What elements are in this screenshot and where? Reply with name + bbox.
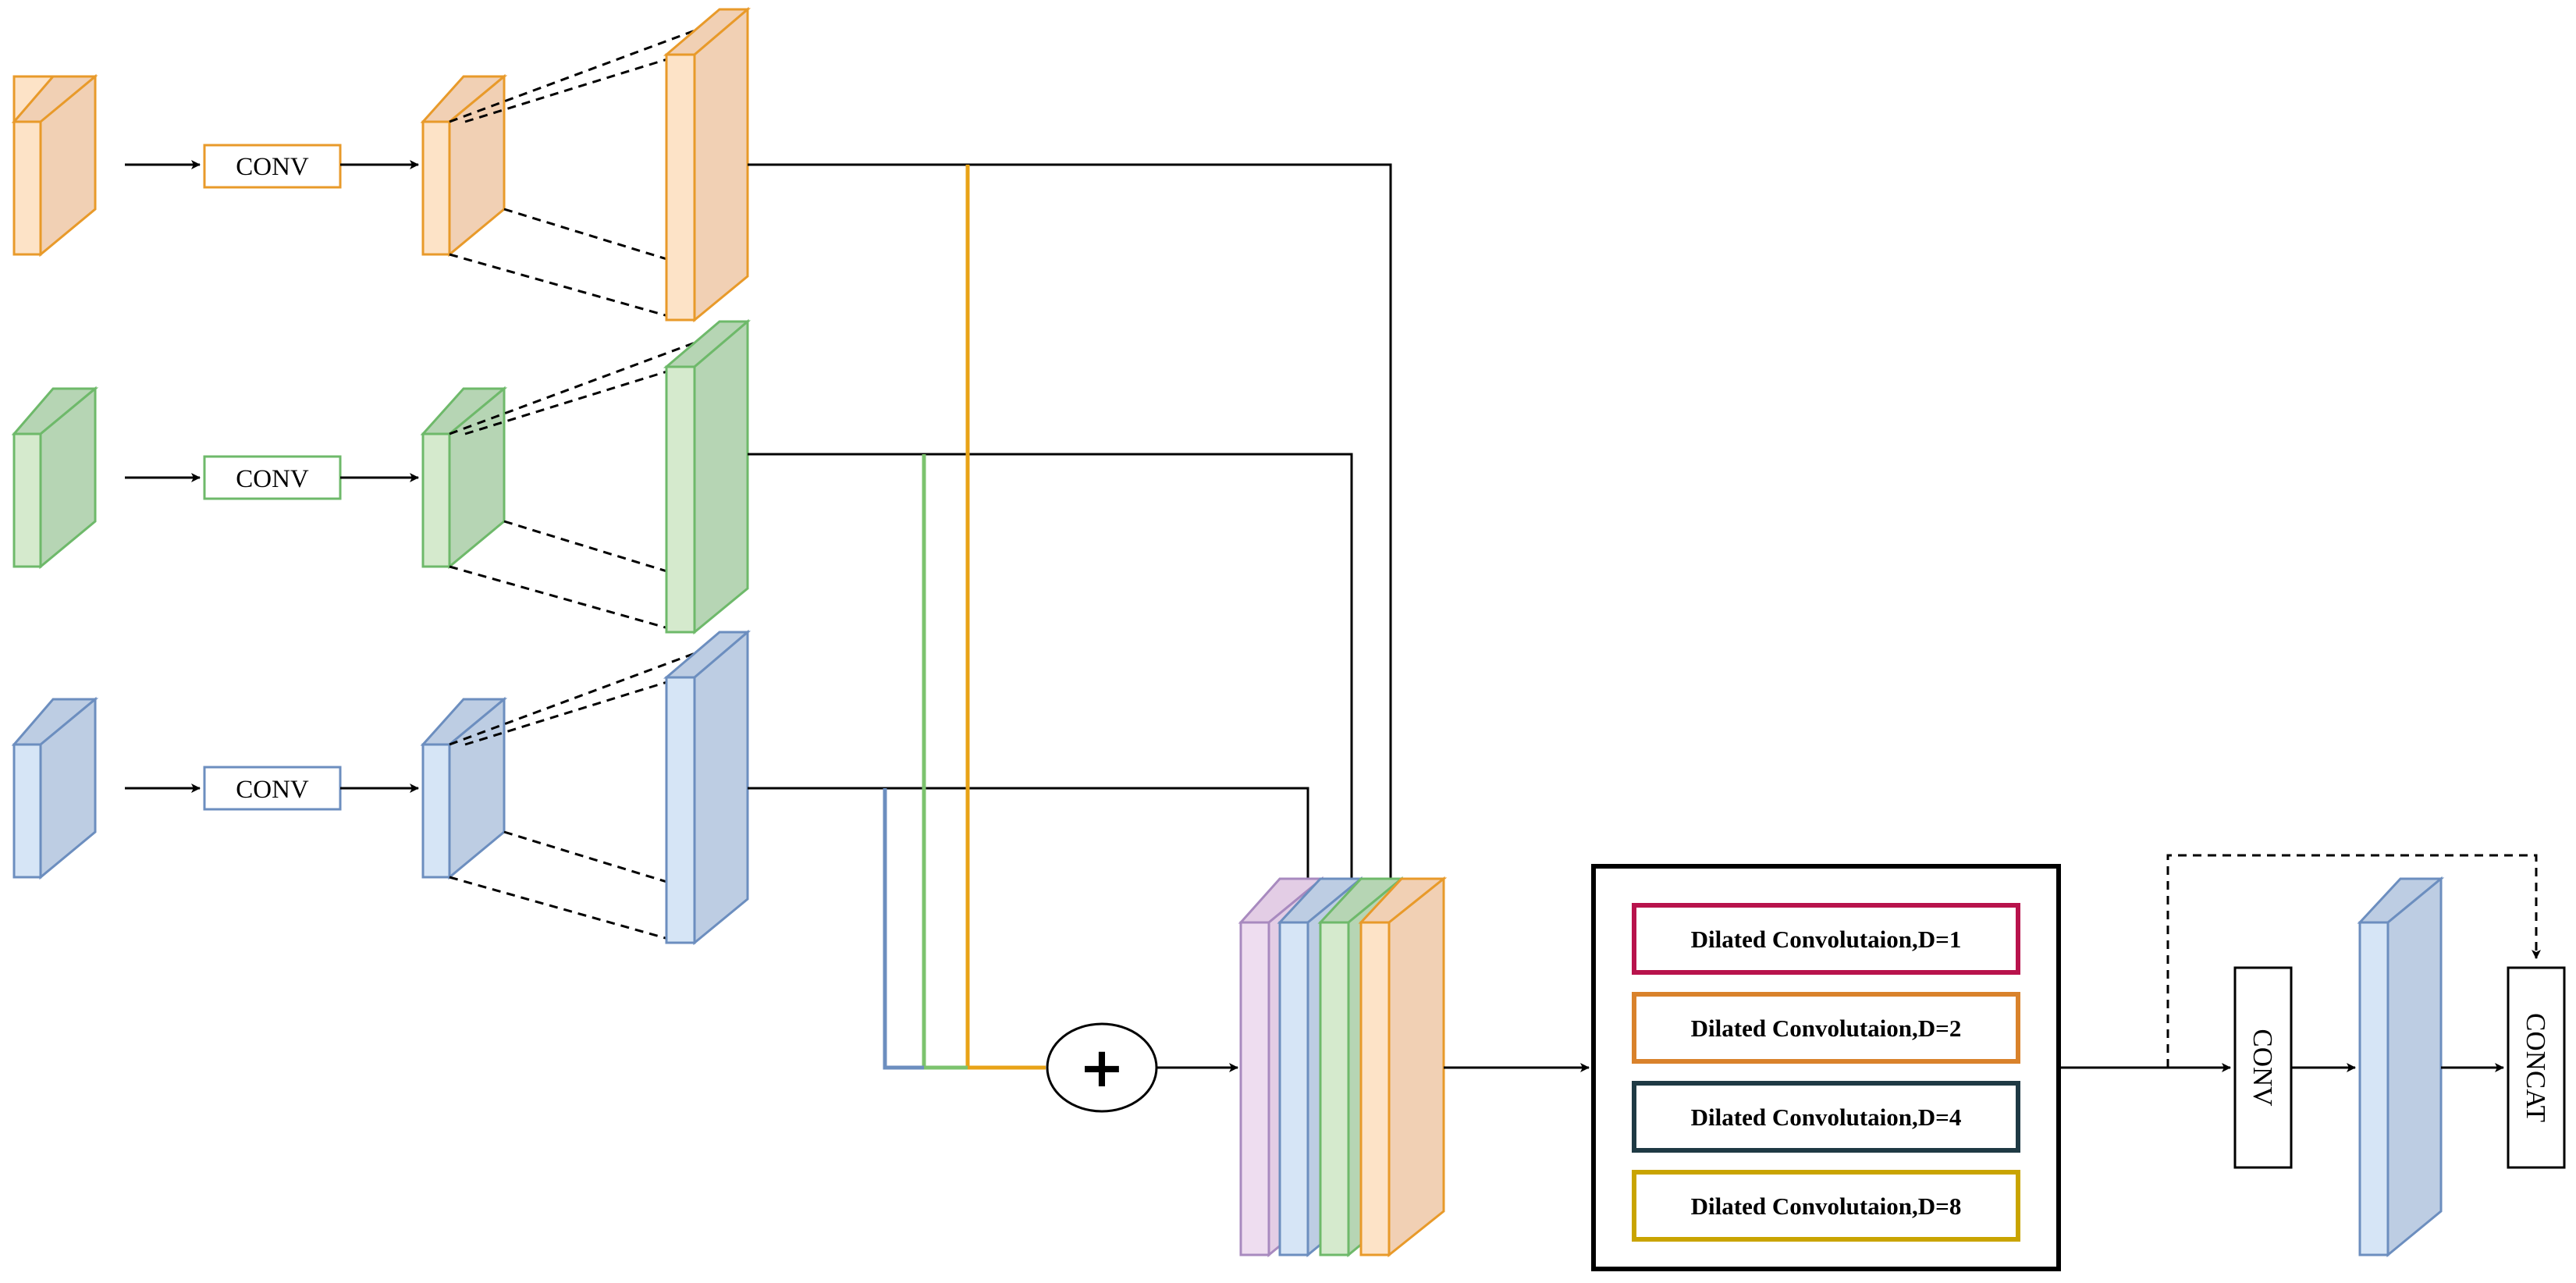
orange-projection-lines bbox=[449, 9, 748, 322]
svg-text:CONV: CONV bbox=[2247, 1029, 2278, 1106]
svg-text:Dilated Convolutaion,D=2: Dilated Convolutaion,D=2 bbox=[1691, 1015, 1962, 1042]
dilated-convolution-block: Dilated Convolutaion,D=1 Dilated Convolu… bbox=[1591, 864, 2061, 1271]
skip-connections bbox=[748, 163, 1392, 896]
blue-branch: CONV bbox=[11, 629, 751, 946]
svg-text:Dilated Convolutaion,D=4: Dilated Convolutaion,D=4 bbox=[1691, 1104, 1962, 1131]
green-large-feature bbox=[663, 318, 751, 635]
residual-skip-dashed bbox=[2166, 854, 2541, 1068]
svg-text:Dilated Convolutaion,D=8: Dilated Convolutaion,D=8 bbox=[1691, 1192, 1962, 1220]
orange-small-feature bbox=[420, 73, 508, 258]
orange-large-feature bbox=[663, 6, 751, 323]
orange-input-block bbox=[11, 73, 98, 258]
concat-box-vertical: CONCAT bbox=[2507, 966, 2566, 1169]
svg-text:CONV: CONV bbox=[236, 465, 309, 493]
dilated-conv-d8: Dilated Convolutaion,D=8 bbox=[1632, 1170, 2020, 1242]
output-blue-feature bbox=[2357, 876, 2445, 1258]
svg-text:CONV: CONV bbox=[236, 776, 309, 804]
green-projection-lines bbox=[449, 322, 748, 634]
dilated-conv-d1: Dilated Convolutaion,D=1 bbox=[1632, 903, 2020, 975]
conv-box-orange: CONV bbox=[203, 144, 342, 189]
svg-text:+: + bbox=[1079, 1036, 1125, 1100]
blue-large-feature bbox=[663, 629, 751, 946]
svg-text:CONV: CONV bbox=[236, 153, 309, 181]
dilated-conv-d4: Dilated Convolutaion,D=4 bbox=[1632, 1081, 2020, 1153]
green-input-block bbox=[11, 386, 99, 570]
svg-text:CONCAT: CONCAT bbox=[2521, 1013, 2551, 1122]
blue-input-block bbox=[11, 696, 99, 880]
green-small-feature bbox=[420, 386, 508, 570]
concatenated-feature-stack bbox=[1238, 876, 1448, 1258]
conv-box-green: CONV bbox=[203, 455, 342, 500]
fusion-lines bbox=[883, 165, 1046, 1070]
green-branch: CONV bbox=[11, 318, 751, 635]
conv-box-blue: CONV bbox=[203, 766, 342, 811]
blue-small-feature bbox=[420, 696, 508, 880]
dilated-conv-d2: Dilated Convolutaion,D=2 bbox=[1632, 992, 2020, 1064]
conv-box-vertical: CONV bbox=[2233, 966, 2293, 1169]
blue-projection-lines bbox=[449, 632, 748, 944]
svg-text:Dilated Convolutaion,D=1: Dilated Convolutaion,D=1 bbox=[1691, 926, 1962, 953]
orange-branch: CONV bbox=[11, 6, 751, 323]
orange-feature-layer bbox=[1358, 876, 1448, 1258]
sum-node: + bbox=[1046, 1022, 1158, 1113]
